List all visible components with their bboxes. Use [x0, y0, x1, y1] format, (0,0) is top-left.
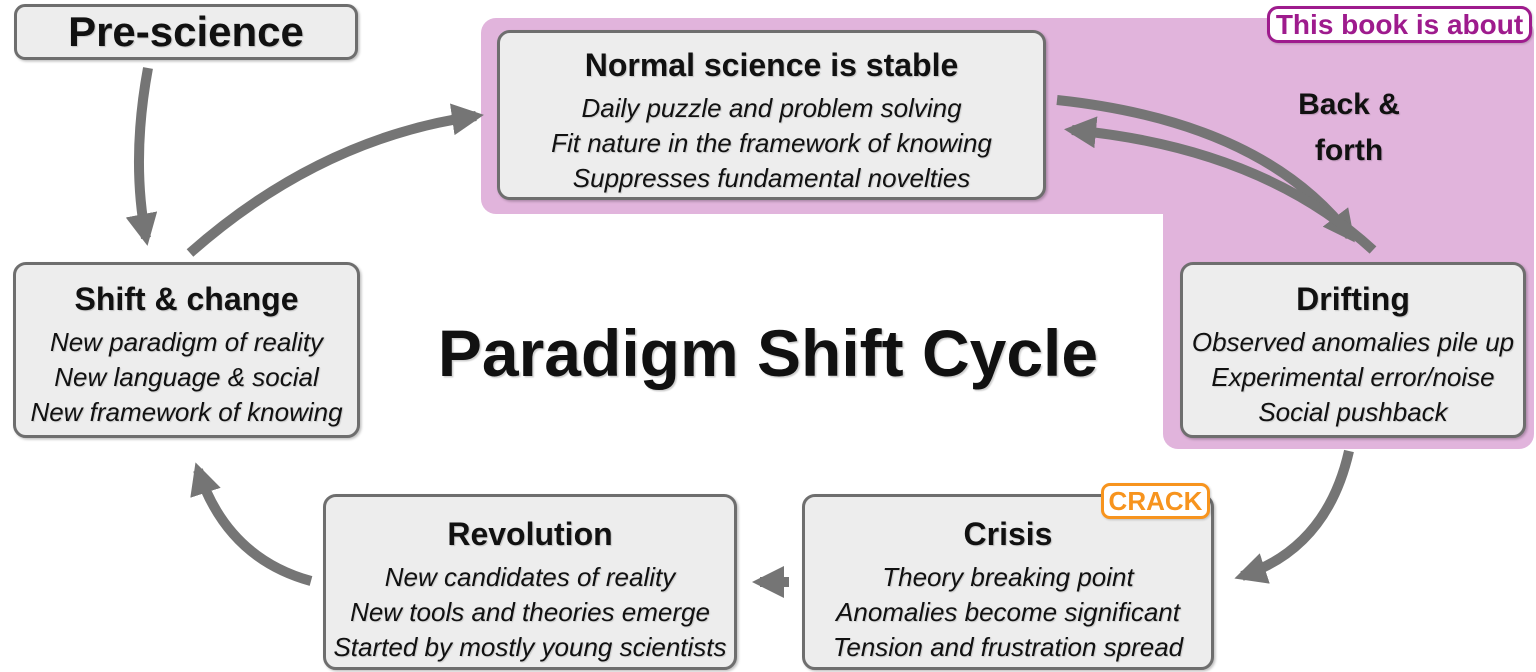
node-drifting-line: Observed anomalies pile up: [1191, 327, 1515, 357]
arrow-revolution-to-shift: [190, 462, 313, 586]
this-book-is-about-badge: This book is about: [1267, 6, 1532, 43]
node-shift-change-line: New framework of knowing: [30, 397, 343, 427]
node-revolution-line: New tools and theories emerge: [350, 597, 710, 627]
node-normal-science: Normal science is stable Daily puzzle an…: [497, 30, 1046, 200]
node-crisis-line: Theory breaking point: [882, 562, 1134, 592]
node-pre-science-title: Pre-science: [68, 8, 304, 55]
node-revolution-title: Revolution: [447, 516, 613, 552]
node-drifting-line: Social pushback: [1258, 397, 1448, 427]
back-and-forth-label: Back & forth: [1269, 82, 1429, 174]
arrow-drifting-to-normal-science: [1064, 116, 1377, 254]
node-pre-science: Pre-science: [14, 4, 358, 60]
node-normal-science-line: Suppresses fundamental novelties: [572, 163, 971, 193]
crack-badge: CRACK: [1101, 483, 1210, 519]
node-revolution: Revolution New candidates of reality New…: [323, 494, 737, 670]
node-crisis: Crisis Theory breaking point Anomalies b…: [802, 494, 1214, 670]
node-crisis-line: Anomalies become significant: [836, 597, 1180, 627]
arrow-shift-to-normal-science: [186, 103, 484, 257]
node-shift-change: Shift & change New paradigm of reality N…: [13, 262, 360, 438]
back-and-forth-line1: Back &: [1298, 88, 1400, 121]
arrow-drifting-to-crisis: [1234, 449, 1354, 584]
node-drifting-line: Experimental error/noise: [1211, 362, 1495, 392]
node-normal-science-line: Fit nature in the framework of knowing: [551, 128, 992, 158]
node-shift-change-line: New paradigm of reality: [49, 327, 324, 357]
node-normal-science-line: Daily puzzle and problem solving: [581, 93, 962, 123]
diagram-title: Paradigm Shift Cycle: [437, 316, 1099, 390]
node-revolution-line: New candidates of reality: [384, 562, 676, 592]
node-crisis-title: Crisis: [963, 516, 1053, 552]
node-drifting-title: Drifting: [1296, 281, 1410, 317]
arrow-pre-science-to-shift: [125, 67, 158, 246]
node-shift-change-line: New language & social: [54, 362, 319, 392]
node-normal-science-title: Normal science is stable: [584, 47, 959, 83]
node-revolution-line: Started by mostly young scientists: [333, 632, 727, 662]
node-shift-change-title: Shift & change: [74, 281, 299, 317]
node-crisis-line: Tension and frustration spread: [832, 632, 1184, 662]
node-drifting: Drifting Observed anomalies pile up Expe…: [1180, 262, 1526, 438]
back-and-forth-line2: forth: [1314, 134, 1384, 167]
